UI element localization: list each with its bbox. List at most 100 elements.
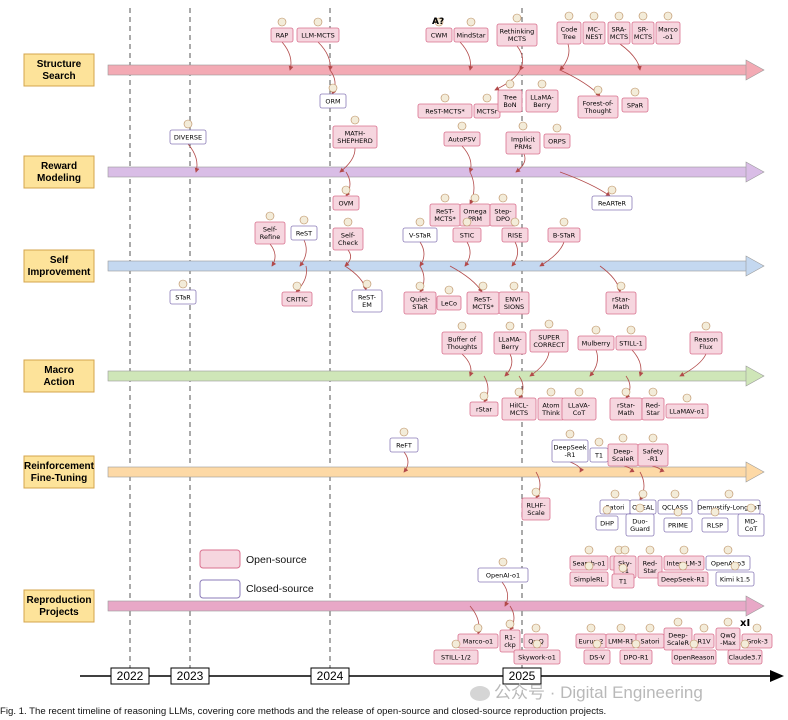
method-box: ORPS (543, 123, 571, 149)
method-box: SR-MCTS (631, 11, 655, 45)
method-label: MD- (745, 518, 759, 526)
method-label: RLSP (707, 521, 723, 529)
method-label: OpenAI-o3 (711, 559, 745, 567)
method-label: OpenReason (673, 653, 714, 661)
year-label: 2024 (317, 669, 344, 683)
connector-arrow (281, 41, 294, 71)
org-logo-icon (701, 321, 711, 331)
org-logo-icon (607, 185, 617, 195)
method-label: DHP (600, 519, 614, 527)
method-box: ReFT (389, 427, 419, 453)
watermark: 公众号 · Digital Engineering (470, 678, 703, 703)
method-label: Quiet- (410, 296, 431, 304)
org-logo-icon (510, 217, 520, 227)
open-source-box (637, 555, 663, 579)
org-logo-icon (313, 17, 323, 27)
method-box: Grok-3 (741, 623, 773, 649)
method-label: Safety (643, 448, 664, 456)
method-box: DPO-R1 (619, 639, 653, 665)
method-label: ORPS (548, 137, 566, 145)
method-label: Deep- (668, 632, 688, 640)
org-logo-icon (537, 79, 547, 89)
method-label: SR- (638, 26, 649, 34)
method-label: Atom (542, 402, 559, 410)
org-logo-icon (610, 489, 620, 499)
macro-action-arrow-head (745, 365, 765, 387)
method-label: CoT (573, 409, 586, 417)
method-label: MCTSr (477, 107, 498, 115)
connector-arrow (344, 249, 352, 267)
org-logo-icon (626, 325, 636, 335)
org-logo-icon (440, 193, 450, 203)
org-logo-icon (630, 87, 640, 97)
org-logo-icon (451, 639, 461, 649)
open-source-box (425, 27, 453, 43)
method-label: DeepSeek-R1 (661, 575, 705, 583)
org-logo-icon (670, 489, 680, 499)
method-box: DHP (595, 505, 619, 531)
method-label: EM (362, 301, 372, 309)
connector-arrow (269, 243, 277, 267)
method-box: Red-Star (637, 545, 663, 579)
org-logo-icon (618, 563, 628, 573)
open-source-box (332, 195, 360, 211)
connector-arrow (403, 451, 409, 473)
method-label: RLHF- (526, 502, 546, 510)
method-label: Eurus-2 (579, 637, 604, 645)
method-box: MindStar (453, 17, 489, 43)
open-source-box (577, 95, 619, 119)
method-label: LLaMA- (498, 336, 522, 344)
reward-modeling-arrow-head (745, 161, 765, 183)
org-logo-icon (673, 617, 683, 627)
method-box: MATH-SHEPHERD (332, 115, 378, 149)
open-source-box (501, 397, 537, 421)
method-box: Marco-o1 (655, 11, 681, 45)
open-source-box (499, 629, 521, 653)
connector-arrow (501, 581, 510, 607)
method-box: Quiet-STaR (403, 281, 437, 315)
open-source-box (493, 331, 527, 355)
org-logo-icon (362, 279, 372, 289)
method-label: rStar (476, 405, 492, 413)
method-box: DIVERSE (169, 119, 207, 145)
method-label: DIVERSE (174, 133, 202, 141)
connector-arrow (449, 265, 483, 293)
method-label: MATH- (345, 130, 366, 138)
org-logo-icon (682, 393, 692, 403)
open-source-box (525, 89, 559, 113)
method-box: AutoPSV (443, 121, 481, 147)
org-logo-icon (663, 11, 673, 21)
method-label: AutoPSV (448, 135, 476, 143)
org-logo-icon (584, 561, 594, 571)
connector-arrow (651, 465, 665, 473)
connector-arrow (511, 241, 519, 267)
method-label: Sky- (618, 560, 632, 568)
method-label: LLM-MCTS (301, 31, 334, 39)
method-label: STaR (412, 303, 428, 311)
reinforcement-fine-tuning-arrow-shaft (107, 466, 749, 478)
org-logo-icon (462, 217, 472, 227)
method-label: -R1 (565, 451, 576, 459)
method-box: Red-Star (641, 387, 665, 421)
figure-caption: Fig. 1. The recent timeline of reasoning… (0, 706, 607, 717)
legend-open-label: Open-source (246, 554, 307, 566)
method-label: PRMs (514, 143, 532, 151)
org-logo-icon (689, 639, 699, 649)
org-logo-icon (614, 11, 624, 21)
method-box: ReARTeR (591, 185, 633, 211)
connector-arrow (679, 353, 707, 377)
open-source-box (689, 331, 723, 355)
org-logo-icon (648, 433, 658, 443)
method-box: V-STaR (402, 217, 438, 243)
connector-arrow (469, 171, 475, 205)
org-logo-icon (399, 427, 409, 437)
method-label: SHEPHERD (337, 137, 373, 145)
method-box: Safety-R1 (637, 433, 669, 467)
org-logo-icon (740, 639, 750, 649)
method-box: Duo-Guard (625, 503, 655, 537)
method-label: Think (541, 409, 560, 417)
org-logo-icon (746, 503, 756, 513)
